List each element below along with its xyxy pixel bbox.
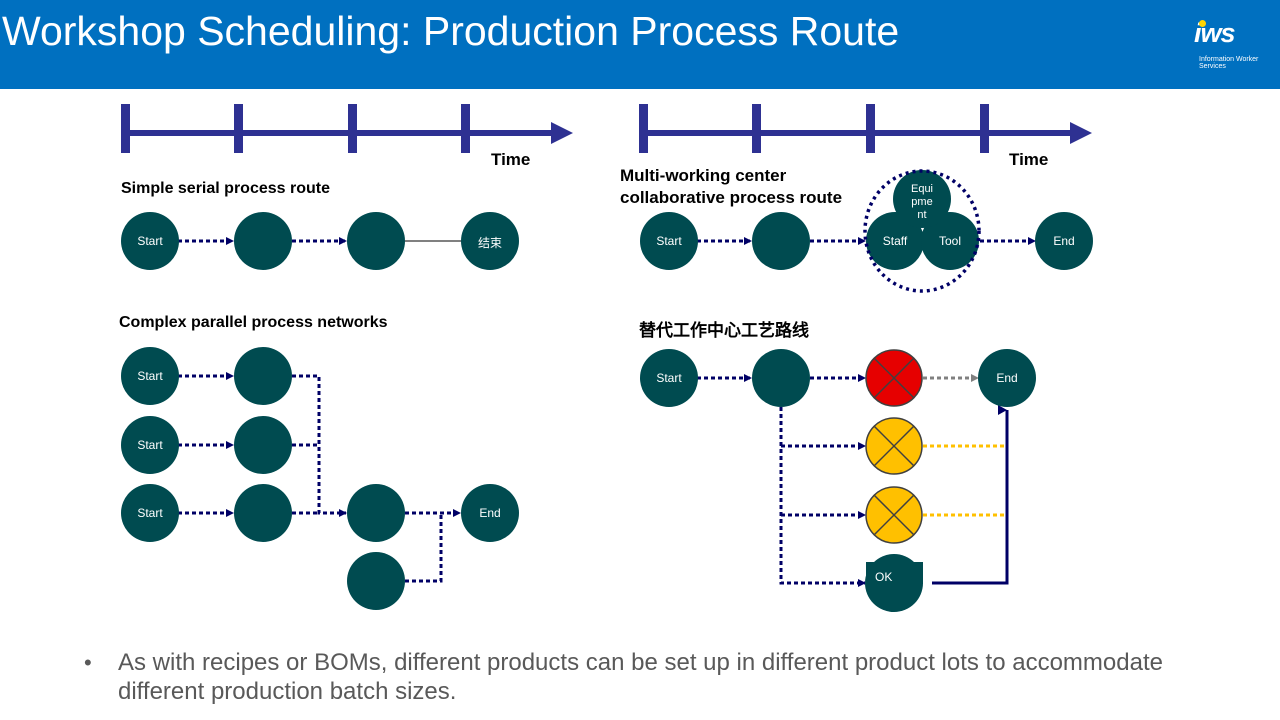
serial-node-step-1	[234, 212, 292, 270]
bullet-text: As with recipes or BOMs, different produ…	[118, 649, 1163, 705]
parallel-step-1	[234, 347, 292, 405]
header-bar	[0, 0, 1280, 89]
serial-node-start	[121, 212, 179, 270]
parallel-network	[121, 347, 519, 610]
time-axis-right	[639, 104, 1092, 153]
parallel-end	[461, 484, 519, 542]
time-label-left: Time	[491, 150, 531, 169]
alternative-route	[640, 349, 1036, 612]
multi-node-end	[1035, 212, 1093, 270]
serial-node-end	[461, 212, 519, 270]
parallel-step-2	[234, 416, 292, 474]
alt-node-start	[640, 349, 698, 407]
logo-subtitle: Information Worker Services	[1199, 56, 1259, 70]
iws-logo: iws Information Worker Services	[1194, 18, 1274, 80]
parallel-step-3	[234, 484, 292, 542]
bullet-marker: •	[84, 650, 92, 675]
alternative-work-center-node-2	[865, 486, 923, 544]
parallel-branch-node	[347, 552, 405, 610]
parallel-start-1	[121, 347, 179, 405]
multi-node-equipment	[893, 170, 951, 228]
alt-node-step	[752, 349, 810, 407]
multi-node-tool	[921, 212, 979, 270]
alternative-work-center-node-1	[865, 417, 923, 475]
time-label-right: Time	[1009, 150, 1049, 169]
serial-route-label: Simple serial process route	[121, 180, 330, 197]
multi-route	[640, 169, 1093, 293]
multi-node-staff	[866, 212, 924, 270]
parallel-network-label: Complex parallel process networks	[119, 314, 388, 331]
logo-dot	[1199, 20, 1206, 27]
parallel-start-2	[121, 416, 179, 474]
parallel-start-3	[121, 484, 179, 542]
ok-work-center-node	[865, 554, 923, 612]
multi-node-step	[752, 212, 810, 270]
serial-route	[121, 212, 519, 270]
alt-node-end	[978, 349, 1036, 407]
multi-route-label: Multi-working center collaborative proce…	[620, 166, 843, 207]
page-title: Workshop Scheduling: Production Process …	[2, 8, 900, 54]
time-axis-left	[121, 104, 573, 153]
serial-node-step-2	[347, 212, 405, 270]
alternative-route-label: 替代工作中心工艺路线	[639, 321, 809, 340]
parallel-merge-node	[347, 484, 405, 542]
work-center-group	[863, 169, 981, 293]
multi-node-start	[640, 212, 698, 270]
failed-work-center-node	[865, 349, 923, 407]
